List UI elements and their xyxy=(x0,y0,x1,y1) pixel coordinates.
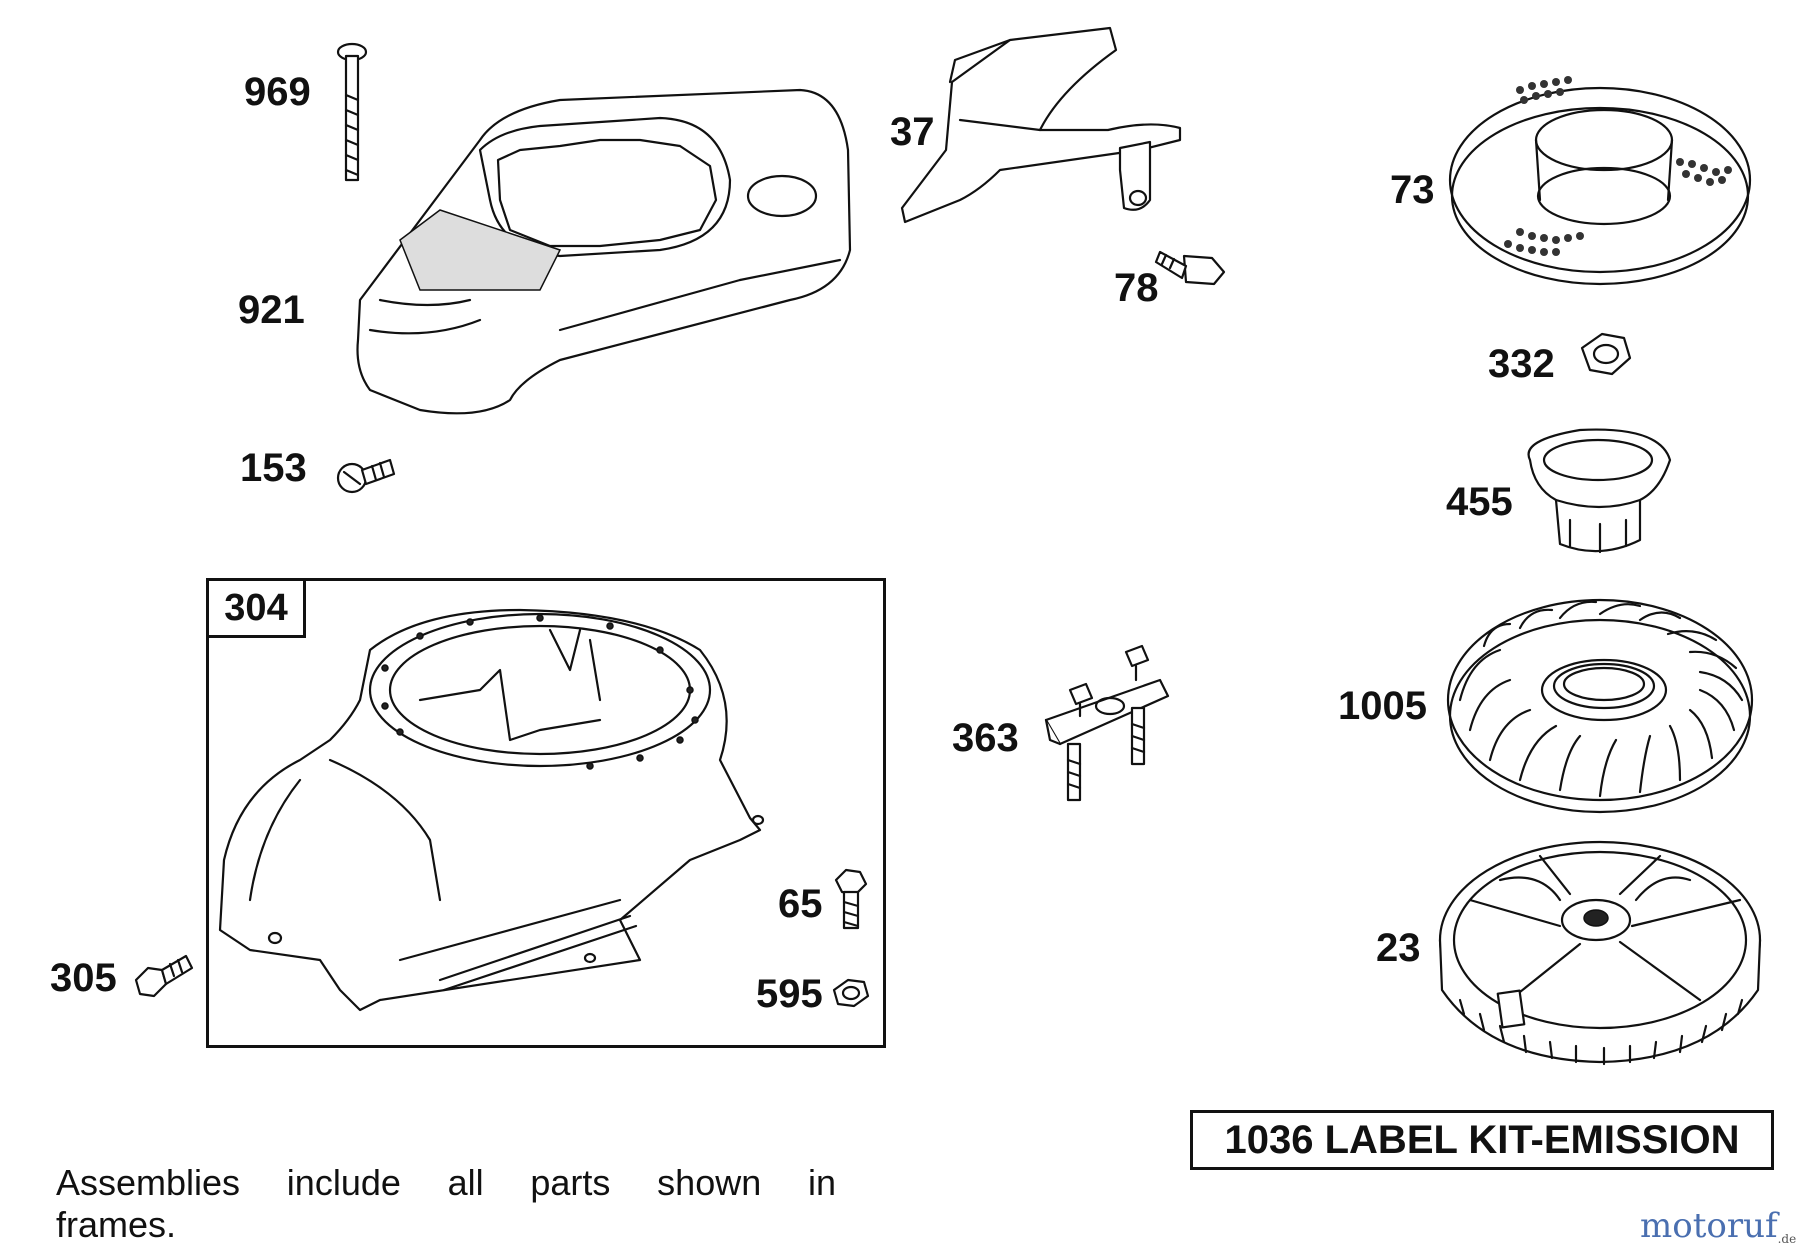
part-number-332[interactable]: 332 xyxy=(1488,342,1555,386)
watermark-text: motoruf xyxy=(1640,1206,1778,1246)
part-number-65[interactable]: 65 xyxy=(778,882,823,926)
bracket-363-drawing xyxy=(1044,644,1170,802)
emission-label-kit[interactable]: 1036 LABEL KIT-EMISSION xyxy=(1190,1110,1774,1170)
note-word: parts xyxy=(530,1162,611,1203)
fan-1005-drawing xyxy=(1446,598,1754,814)
part-number-921[interactable]: 921 xyxy=(238,288,305,332)
screen-73-drawing xyxy=(1448,76,1752,286)
part-number-23[interactable]: 23 xyxy=(1376,926,1421,970)
part-number-73[interactable]: 73 xyxy=(1390,168,1435,212)
bolt-969-drawing xyxy=(336,42,368,182)
part-number-969[interactable]: 969 xyxy=(244,70,311,114)
assembly-frame-304 xyxy=(206,578,886,1048)
bolt-65-drawing xyxy=(834,868,868,930)
watermark-suffix: .de xyxy=(1777,1232,1797,1246)
part-number-37[interactable]: 37 xyxy=(890,110,935,154)
assembly-note: Assemblies include all parts shown in fr… xyxy=(56,1162,836,1246)
watermark-logo: motoruf.de xyxy=(1640,1206,1796,1246)
note-word: Assemblies xyxy=(56,1162,241,1203)
note-word: shown xyxy=(657,1162,762,1203)
air-guide-37-drawing xyxy=(900,26,1182,224)
part-number-305[interactable]: 305 xyxy=(50,956,117,1000)
note-word: include xyxy=(286,1162,401,1203)
assembly-note-line-1: Assemblies include all parts shown in xyxy=(56,1162,836,1204)
part-number-595[interactable]: 595 xyxy=(756,972,823,1016)
nut-595-drawing xyxy=(832,978,870,1008)
part-number-304: 304 xyxy=(224,586,288,629)
part-number-363[interactable]: 363 xyxy=(952,716,1019,760)
nut-332-drawing xyxy=(1580,332,1632,376)
bolt-78-drawing xyxy=(1154,250,1226,286)
note-word: all xyxy=(447,1162,484,1203)
part-number-455[interactable]: 455 xyxy=(1446,480,1513,524)
part-number-78[interactable]: 78 xyxy=(1114,266,1159,310)
cup-455-drawing xyxy=(1527,428,1672,554)
assembly-note-line-2: frames. xyxy=(56,1204,177,1245)
part-number-1005[interactable]: 1005 xyxy=(1338,684,1427,728)
emission-label-kit-text: 1036 LABEL KIT-EMISSION xyxy=(1224,1117,1740,1162)
blower-cover-921-drawing xyxy=(356,88,852,415)
flywheel-23-drawing xyxy=(1438,840,1762,1066)
screw-153-drawing xyxy=(336,458,396,494)
assembly-tag-304[interactable]: 304 xyxy=(206,578,306,638)
blower-housing-304-drawing xyxy=(218,608,765,1012)
bolt-305-drawing xyxy=(134,954,194,998)
part-number-153[interactable]: 153 xyxy=(240,446,307,490)
note-word: in xyxy=(807,1162,836,1203)
